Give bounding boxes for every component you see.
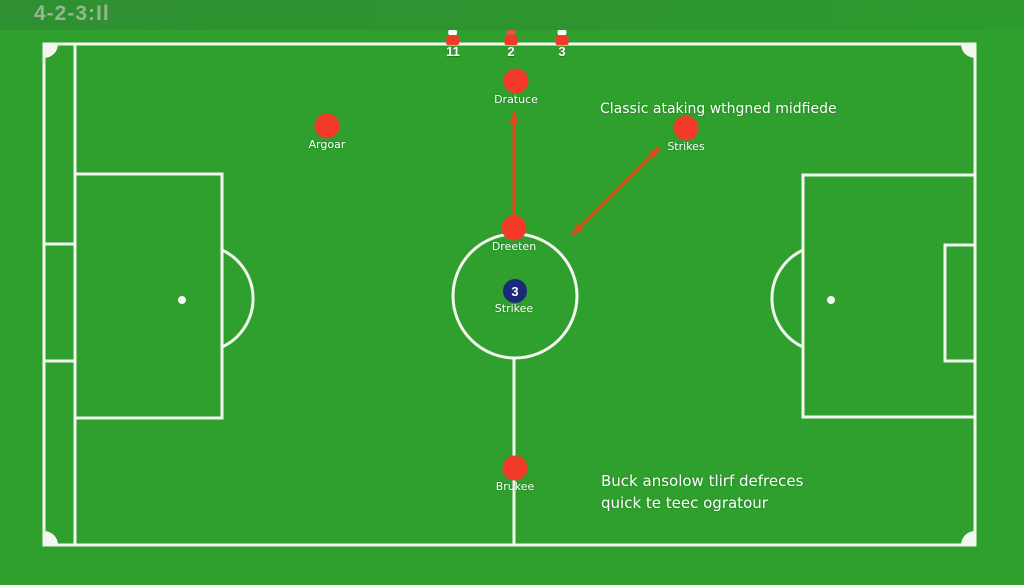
corner-top-left: [44, 44, 58, 58]
top-player-marker[interactable]: 11: [446, 28, 460, 58]
defense-note-line2: quick te teec ogratour: [601, 494, 768, 512]
corner-top-right: [961, 44, 975, 58]
marker-head-icon: [557, 28, 567, 37]
arrowhead-icon: [509, 112, 519, 123]
player-label: Dratuce: [494, 93, 538, 106]
left-goal-box: [42, 242, 77, 363]
marker-body-icon: [446, 35, 460, 45]
marker-number: 3: [558, 44, 566, 59]
player-label: Dreeten: [491, 240, 537, 253]
corner-bottom-right: [961, 531, 975, 545]
player-label: Strikes: [667, 140, 705, 153]
marker-body-icon: [555, 35, 569, 45]
marker-body-icon: [504, 35, 518, 45]
player-dot-dreeten[interactable]: [501, 215, 527, 241]
formation-title: 4-2-3:Il: [34, 2, 110, 25]
top-player-marker[interactable]: 3: [555, 28, 569, 59]
center-player-label: Strikee: [494, 302, 534, 315]
right-penalty-spot: [827, 296, 835, 304]
left-penalty-spot: [178, 296, 186, 304]
header-bar: 4-2-3:Il: [0, 0, 1024, 30]
corner-bottom-left: [44, 531, 58, 545]
link-play-arrow: [570, 145, 662, 237]
marker-head-icon: [506, 28, 516, 37]
right-penalty-arc: [770, 248, 804, 349]
player-label: Brukee: [495, 480, 535, 493]
top-player-marker[interactable]: 2: [504, 28, 518, 59]
center-player-marker[interactable]: 3: [503, 279, 527, 303]
defense-note-line1: Buck ansolow tlirf defreces: [601, 472, 804, 490]
center-player-number: 3: [511, 283, 519, 299]
marker-head-icon: [448, 28, 458, 37]
player-dot-dratuce[interactable]: [503, 68, 529, 94]
arrowhead-icon: [649, 147, 660, 158]
pass-up-arrow: [509, 112, 519, 217]
player-label: Argoar: [308, 138, 346, 151]
player-dot-strikes[interactable]: [673, 115, 699, 141]
left-penalty-arc: [221, 248, 255, 349]
player-dot-brukee[interactable]: [502, 455, 528, 481]
attack-note: Classic ataking wthgned midfiede: [600, 101, 837, 117]
player-dot-argoar[interactable]: [314, 113, 340, 139]
right-goal-box: [943, 243, 977, 363]
arrowhead-icon: [572, 224, 583, 235]
marker-number: 2: [507, 44, 515, 59]
marker-number: 11: [446, 44, 460, 59]
